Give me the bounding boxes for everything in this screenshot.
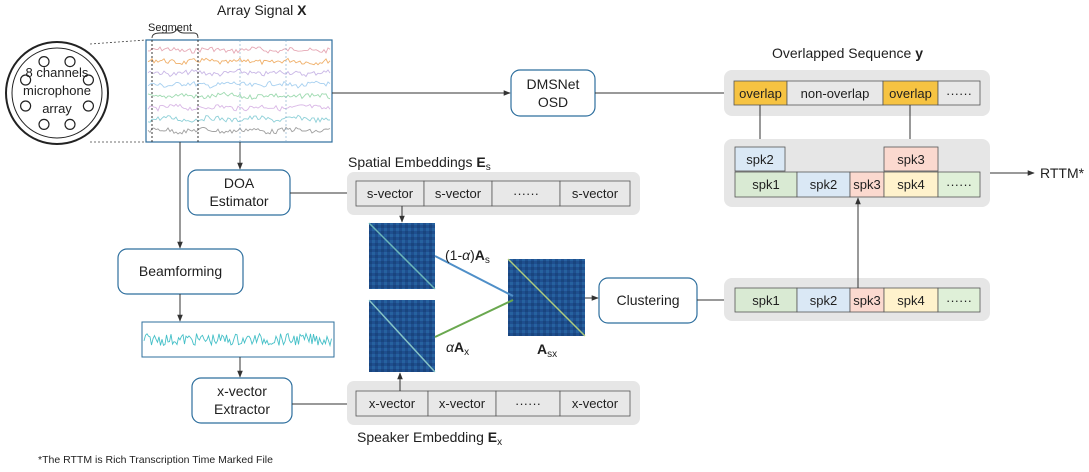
- beamformed-waveform: [141, 321, 335, 358]
- cluster-spk1-cell: [734, 287, 798, 313]
- overlap-label-1: overlap: [739, 86, 782, 101]
- channel-waveform: [147, 68, 331, 78]
- xvector-line1: x-vector: [217, 383, 267, 399]
- final-spk2-label: spk2: [810, 177, 837, 192]
- x-vector-label-3: x-vector: [572, 396, 619, 411]
- channel-waveform: [147, 57, 331, 66]
- cluster-spk2-label: spk2: [810, 293, 837, 308]
- final-top-spk2-cell: [734, 146, 786, 172]
- doa-line1: DOA: [224, 175, 255, 191]
- s-vector-label-1: s-vector: [367, 186, 414, 201]
- segment-brace: [151, 27, 199, 39]
- clustering-label: Clustering: [616, 292, 679, 308]
- mic-array-line3: array: [42, 101, 72, 116]
- microphone-array: 8 channels microphone array: [5, 39, 147, 145]
- microphone-icon: [64, 55, 76, 68]
- s-vector-label-2: s-vector: [435, 186, 482, 201]
- speaker-weight-line: [434, 299, 514, 338]
- mic-array-line1: 8 channels: [26, 65, 89, 80]
- final-top-spk3-cell: [883, 146, 939, 172]
- xvector-extractor-box: [191, 377, 293, 424]
- xvector-line2: Extractor: [214, 401, 270, 417]
- x-vector-cell-2: [427, 390, 497, 417]
- non-overlap-cell: [786, 80, 884, 106]
- channel-waveform: [147, 103, 331, 112]
- s-vector-more-label: ······: [513, 186, 539, 201]
- final-top-spk2-label: spk2: [746, 152, 773, 167]
- microphone-icon: [38, 55, 50, 68]
- cluster-more-cell: [937, 287, 981, 313]
- footnote: *The RTTM is Rich Transcription Time Mar…: [38, 454, 273, 466]
- channel-waveform: [147, 126, 331, 135]
- final-spk1-label: spk1: [752, 177, 779, 192]
- final-sequence: spk2 spk3 spk1 spk2 spk3 spk4 ······: [734, 146, 981, 198]
- s-vector-cell-2: [423, 180, 493, 207]
- speaker-affinity-matrix: [368, 299, 436, 373]
- overlap-label-2: overlap: [889, 86, 932, 101]
- x-vector-cell-3: [559, 390, 631, 417]
- rttm-label: RTTM*: [1040, 165, 1085, 181]
- final-spk3-cell: [849, 171, 885, 198]
- channel-waveform: [148, 46, 331, 55]
- osd-line2: OSD: [538, 94, 568, 110]
- overlapped-sequence-title: Overlapped Sequence y: [772, 45, 923, 61]
- final-more-cell: [937, 171, 981, 198]
- spatial-embeddings: s-vector s-vector ······ s-vector: [355, 180, 631, 207]
- final-spk4-cell: [883, 171, 939, 198]
- final-spk3-label: spk3: [853, 177, 880, 192]
- final-spk1-cell: [734, 171, 798, 198]
- overlap-more-cell: [937, 80, 981, 106]
- osd-line1: DMSNet: [527, 76, 580, 92]
- x-vector-label-2: x-vector: [439, 396, 486, 411]
- s-vector-cell-3: [559, 180, 631, 207]
- spatial-affinity-matrix: [368, 222, 436, 290]
- cluster-spk4-label: spk4: [897, 293, 924, 308]
- speaker-weight-label: αAx: [446, 339, 469, 358]
- mic-array-line2: microphone: [23, 83, 91, 98]
- combined-affinity-matrix: [507, 258, 586, 337]
- spatial-weight-line: [434, 255, 514, 297]
- microphone-icon: [38, 118, 50, 131]
- segment-label: Segment: [148, 22, 192, 34]
- microphone-icon: [20, 74, 32, 86]
- x-vector-cell-1: [355, 390, 429, 417]
- spatial-embeddings-title: Spatial Embeddings Es: [348, 154, 491, 173]
- final-top-spk3-label: spk3: [897, 152, 924, 167]
- cluster-spk3-cell: [849, 287, 885, 313]
- s-vector-cell-1: [355, 180, 425, 207]
- channel-waveform: [147, 114, 330, 124]
- array-signal-title: Array Signal X: [217, 2, 307, 18]
- overlap-more-label: ······: [946, 86, 972, 101]
- x-vector-more-label: ······: [515, 396, 541, 411]
- final-spk2-cell: [796, 171, 851, 198]
- cluster-sequence: spk1 spk2 spk3 spk4 ······: [734, 287, 981, 313]
- beamforming-label: Beamforming: [139, 263, 222, 279]
- channel-waveform: [147, 80, 331, 89]
- speaker-embedding-title: Speaker Embedding Ex: [357, 429, 502, 448]
- final-more-label: ······: [946, 177, 972, 192]
- s-vector-label-3: s-vector: [572, 186, 619, 201]
- array-signal-plot: [145, 39, 333, 143]
- microphone-icon: [82, 100, 95, 112]
- spatial-weight-label: (1-α)As: [445, 247, 490, 266]
- channel-waveform: [147, 91, 331, 100]
- cluster-spk2-cell: [796, 287, 851, 313]
- non-overlap-label: non-overlap: [801, 86, 870, 101]
- microphone-icon: [82, 74, 95, 86]
- overlapped-sequence: overlap non-overlap overlap ······: [733, 80, 981, 106]
- cluster-spk1-label: spk1: [752, 293, 779, 308]
- microphone-icon: [64, 118, 76, 131]
- microphone-icon: [20, 100, 32, 112]
- cluster-spk3-label: spk3: [853, 293, 880, 308]
- combined-matrix-label: Asx: [537, 341, 557, 360]
- doa-line2: Estimator: [209, 193, 268, 209]
- cluster-spk4-cell: [883, 287, 939, 313]
- x-vector-label-1: x-vector: [369, 396, 416, 411]
- speaker-embedding: x-vector x-vector ······ x-vector: [355, 390, 631, 417]
- final-spk4-label: spk4: [897, 177, 924, 192]
- cluster-more-label: ······: [946, 293, 972, 308]
